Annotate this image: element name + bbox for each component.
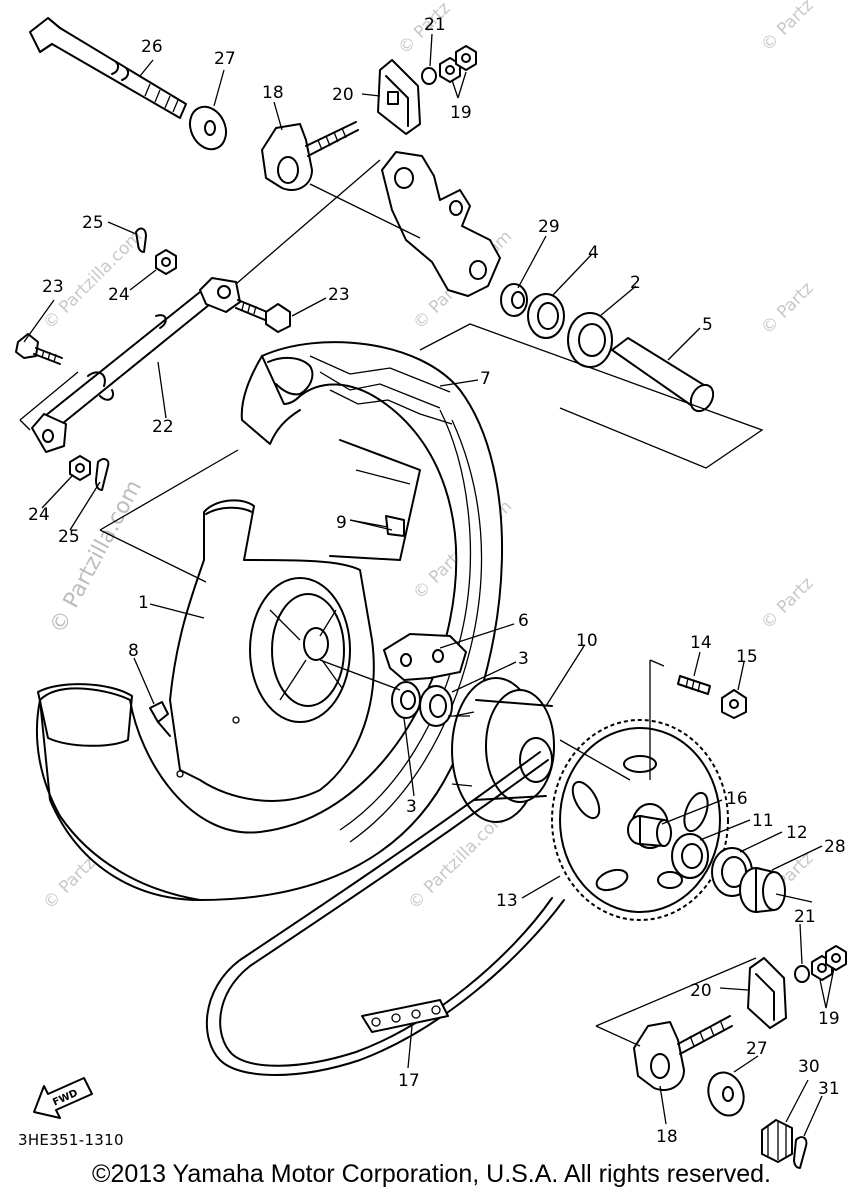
callout-26: 26 [141, 37, 163, 57]
diagram-code: 3HE351-1310 [18, 1131, 124, 1149]
callout-31: 31 [818, 1079, 840, 1099]
callout-11: 11 [752, 811, 774, 831]
castle-nut-30 [761, 1119, 793, 1163]
callout-labels: 26 27 18 20 21 19 29 4 2 5 7 25 24 23 23… [28, 15, 846, 1147]
watermark: © Partz [757, 278, 817, 338]
callout-17: 17 [398, 1071, 420, 1091]
cotter-pin-31 [793, 1136, 808, 1169]
spacer-5 [611, 337, 715, 413]
assembly-lines [19, 159, 813, 1047]
bolt-23-left [15, 333, 63, 365]
callout-28: 28 [824, 837, 846, 857]
bearing-2 [567, 312, 613, 368]
clutch-hub-10 [451, 677, 555, 823]
callout-6: 6 [518, 611, 529, 631]
washer-27-top-hole [204, 120, 216, 136]
callout-27: 27 [214, 49, 236, 69]
callout-leaders [23, 33, 835, 1137]
callout-8: 8 [128, 641, 139, 661]
callout-25: 25 [82, 213, 104, 233]
bearing-3-b [419, 685, 453, 727]
caliper-6 [383, 633, 467, 681]
callout-4: 4 [588, 243, 599, 263]
collar-16 [627, 815, 672, 847]
nut-15 [721, 689, 747, 719]
tire-7 [35, 341, 504, 901]
callout-1: 1 [138, 593, 149, 613]
callout-5: 5 [702, 315, 713, 335]
callout-19: 19 [450, 103, 472, 123]
bearing-4 [527, 293, 565, 339]
nut-24-bottom [69, 455, 91, 481]
torque-rod-22 [31, 277, 241, 453]
callout-20: 20 [332, 85, 354, 105]
bearing-11 [671, 833, 709, 879]
axle-puller-18-bottom [633, 1015, 733, 1091]
callout-3: 3 [406, 797, 417, 817]
callout-10: 10 [576, 631, 598, 651]
chain-adjuster-block-20-top [377, 59, 421, 135]
drive-chain-17 [205, 751, 565, 1076]
watermark: © Partz [757, 0, 817, 56]
callout-21: 21 [424, 15, 446, 35]
callout-2: 2 [630, 273, 641, 293]
caliper-bracket [381, 151, 501, 297]
callout-15: 15 [736, 647, 758, 667]
callout-25: 25 [58, 527, 80, 547]
callout-21: 21 [794, 907, 816, 927]
washer-21-top [421, 67, 437, 85]
callout-20: 20 [690, 981, 712, 1001]
callout-30: 30 [798, 1057, 820, 1077]
callout-13: 13 [496, 891, 518, 911]
callout-14: 14 [690, 633, 712, 653]
washer-27-bottom [707, 1071, 745, 1117]
callout-19: 19 [818, 1009, 840, 1029]
callout-3: 3 [518, 649, 529, 669]
callout-23: 23 [328, 285, 350, 305]
watermark: © Partz [757, 573, 817, 633]
axle-puller-18-top [261, 121, 359, 191]
callout-29: 29 [538, 217, 560, 237]
callout-9: 9 [336, 513, 347, 533]
bolt-23-right [235, 299, 291, 333]
cotter-pin-25-bottom [95, 458, 110, 491]
collar-28 [739, 867, 786, 913]
valve-8 [149, 701, 171, 737]
nut-24-top [155, 249, 177, 275]
bearing-3-a [391, 681, 421, 719]
axle-26 [29, 17, 187, 119]
callout-18: 18 [656, 1127, 678, 1147]
collar-29 [500, 283, 528, 317]
watermark-large: © Partzilla.com [45, 476, 147, 638]
callout-12: 12 [786, 823, 808, 843]
callout-18: 18 [262, 83, 284, 103]
cotter-pin-25-top [135, 227, 147, 253]
washer-21-bottom [794, 965, 810, 983]
wheel-1 [169, 439, 421, 802]
washer-27-top [189, 105, 227, 151]
callout-22: 22 [152, 417, 174, 437]
washer-27-bottom-hole [722, 1086, 734, 1102]
fwd-arrow-icon: FWD [33, 1077, 93, 1119]
nuts-19-bottom [811, 945, 847, 981]
chain-adjuster-block-20-bottom [747, 957, 787, 1029]
callout-24: 24 [108, 285, 130, 305]
callout-7: 7 [480, 369, 491, 389]
nuts-19-top [439, 45, 477, 83]
callout-23: 23 [42, 277, 64, 297]
callout-16: 16 [726, 789, 748, 809]
stud-bolt-14 [677, 675, 711, 695]
callout-24: 24 [28, 505, 50, 525]
copyright-notice: ©2013 Yamaha Motor Corporation, U.S.A. A… [92, 1160, 771, 1188]
callout-27: 27 [746, 1039, 768, 1059]
